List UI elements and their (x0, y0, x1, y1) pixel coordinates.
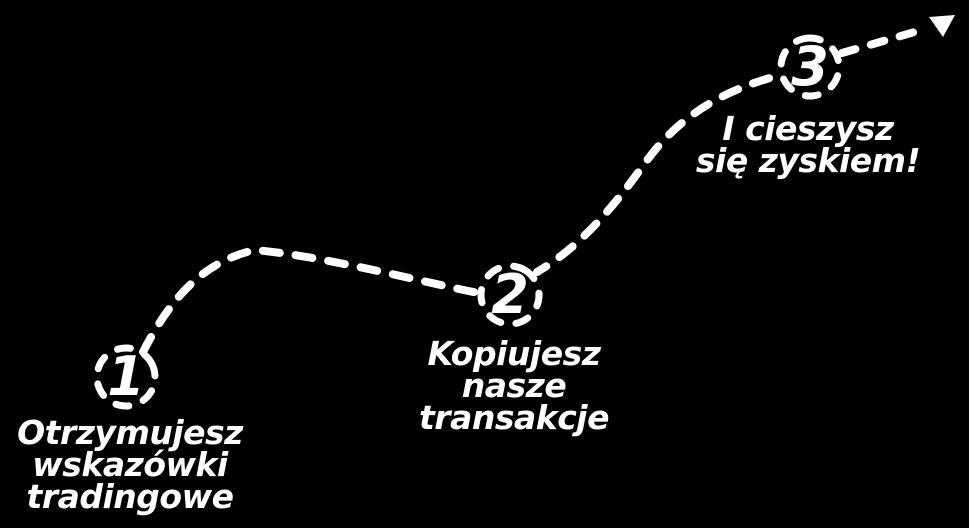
arrowhead-icon (929, 15, 955, 37)
step-3-label: I cieszysz się zyskiem! (638, 109, 969, 180)
step-1-badge: 1 (94, 345, 158, 409)
step-1-label: Otrzymujesz wskazówki tradingowe (0, 413, 290, 516)
step-1-number: 1 (107, 345, 145, 408)
label-line: tradingowe (26, 477, 234, 516)
step-2-label: Kopiujesz nasze transakcje (354, 334, 674, 437)
label-line: się zyskiem! (695, 141, 921, 180)
dashed-path-segment-1-2 (139, 245, 483, 356)
step-3-number: 3 (791, 35, 829, 98)
label-line: I cieszysz (722, 109, 894, 148)
label-line: Otrzymujesz (17, 413, 243, 452)
dashed-path-segment-3-arrow (838, 25, 929, 57)
step-circle-3 (777, 34, 843, 100)
step-3-badge: 3 (778, 35, 842, 99)
label-line: transakcje (419, 398, 609, 437)
step-circle-2 (477, 262, 543, 328)
label-line: Kopiujesz (427, 334, 601, 373)
dashed-path-segment-2-3 (533, 71, 785, 276)
label-line: wskazówki (32, 445, 228, 484)
step-circle-1 (93, 344, 159, 410)
step-2-number: 2 (491, 263, 529, 326)
label-line: nasze (461, 366, 567, 405)
step-2-badge: 2 (478, 263, 542, 327)
